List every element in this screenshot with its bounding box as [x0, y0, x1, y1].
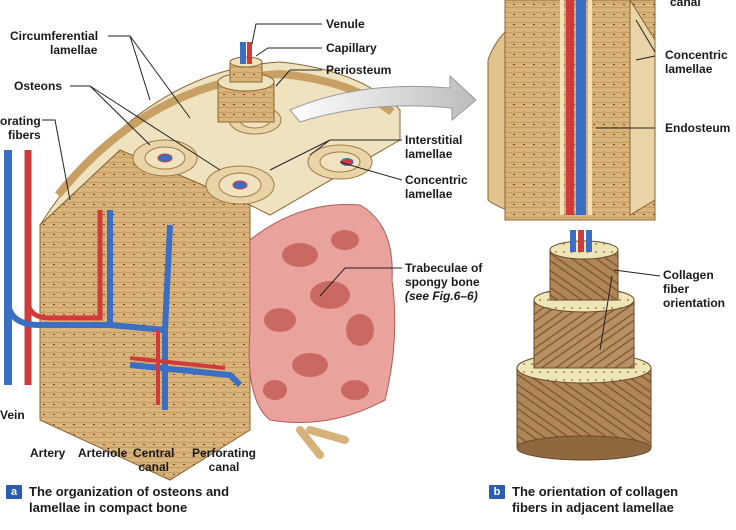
label-concentric-lamellae-a: Concentric lamellae — [405, 173, 468, 201]
caption-b-line2: fibers in adjacent lamellae — [512, 500, 674, 515]
caption-a-badge: a — [6, 485, 22, 499]
label-artery: Artery — [30, 446, 66, 460]
label-vein: Vein — [0, 408, 25, 422]
label-trabeculae-line1: Trabeculae of — [405, 261, 483, 275]
osteon-tower — [217, 42, 275, 123]
osteon-section — [487, 0, 656, 221]
label-capillary: Capillary — [326, 41, 377, 55]
caption-b-badge: b — [489, 485, 505, 499]
label-collagen-fiber-orientation: Collagen fiber orientation — [663, 268, 725, 310]
label-perforating-canal-line2: canal — [208, 460, 240, 474]
label-osteons: Osteons — [14, 79, 63, 93]
label-concentric-lamellae-b: Concentric lamellae — [665, 48, 728, 76]
label-perforating-fibers-line2: fibers — [8, 128, 41, 142]
label-endosteum: Endosteum — [665, 121, 731, 135]
label-concentric-b-line1: Concentric — [665, 48, 728, 62]
caption-a-line1: The organization of osteons and — [29, 484, 230, 499]
label-trabeculae-line3: (see Fig.6–6) — [405, 289, 478, 303]
spongy-bone — [248, 203, 396, 459]
vessels — [4, 150, 243, 410]
label-collagen-line2: fiber — [663, 282, 690, 296]
zoom-arrow — [289, 74, 477, 123]
caption-b-line1: The orientation of collagen — [512, 484, 679, 499]
label-canal-top: canal — [670, 0, 701, 9]
osteon-top-1 — [132, 139, 198, 177]
osteon-top-2 — [205, 165, 275, 205]
label-collagen-line1: Collagen — [663, 268, 714, 282]
label-perforating-canal-line1: Perforating — [192, 446, 257, 460]
label-perforating-fibers-line1: orating — [0, 114, 41, 128]
label-perforating-canal: Perforating canal — [192, 446, 256, 474]
label-central-canal: Central canal — [133, 446, 174, 474]
label-interstitial-lamellae: Interstitial lamellae — [405, 133, 462, 161]
caption-a-line2: lamellae in compact bone — [29, 500, 188, 515]
collagen-cylinders — [516, 230, 652, 461]
label-trabeculae: Trabeculae of spongy bone (see Fig.6–6) — [405, 261, 482, 303]
label-concentric-b-line2: lamellae — [665, 62, 713, 76]
label-interstitial-line1: Interstitial — [405, 133, 463, 147]
label-periosteum: Periosteum — [326, 63, 392, 77]
caption-b: b The orientation of collagen fibers in … — [489, 484, 678, 516]
label-trabeculae-line2: spongy bone — [405, 275, 480, 289]
label-collagen-line3: orientation — [663, 296, 725, 310]
label-concentric-a-line1: Concentric — [405, 173, 468, 187]
caption-a: a The organization of osteons and lamell… — [6, 484, 229, 516]
label-circumferential-line2: lamellae — [50, 43, 98, 57]
label-central-line2: canal — [138, 460, 170, 474]
label-arteriole: Arteriole — [78, 446, 128, 460]
label-circumferential-line1: Circumferential — [10, 29, 99, 43]
label-perforating-fibers: orating fibers — [0, 114, 41, 142]
label-venule: Venule — [326, 17, 365, 31]
label-concentric-a-line2: lamellae — [405, 187, 453, 201]
leader-lines — [42, 19, 661, 351]
label-central-line1: Central — [133, 446, 175, 460]
label-interstitial-line2: lamellae — [405, 147, 453, 161]
label-circumferential-lamellae: Circumferential lamellae — [10, 29, 98, 57]
